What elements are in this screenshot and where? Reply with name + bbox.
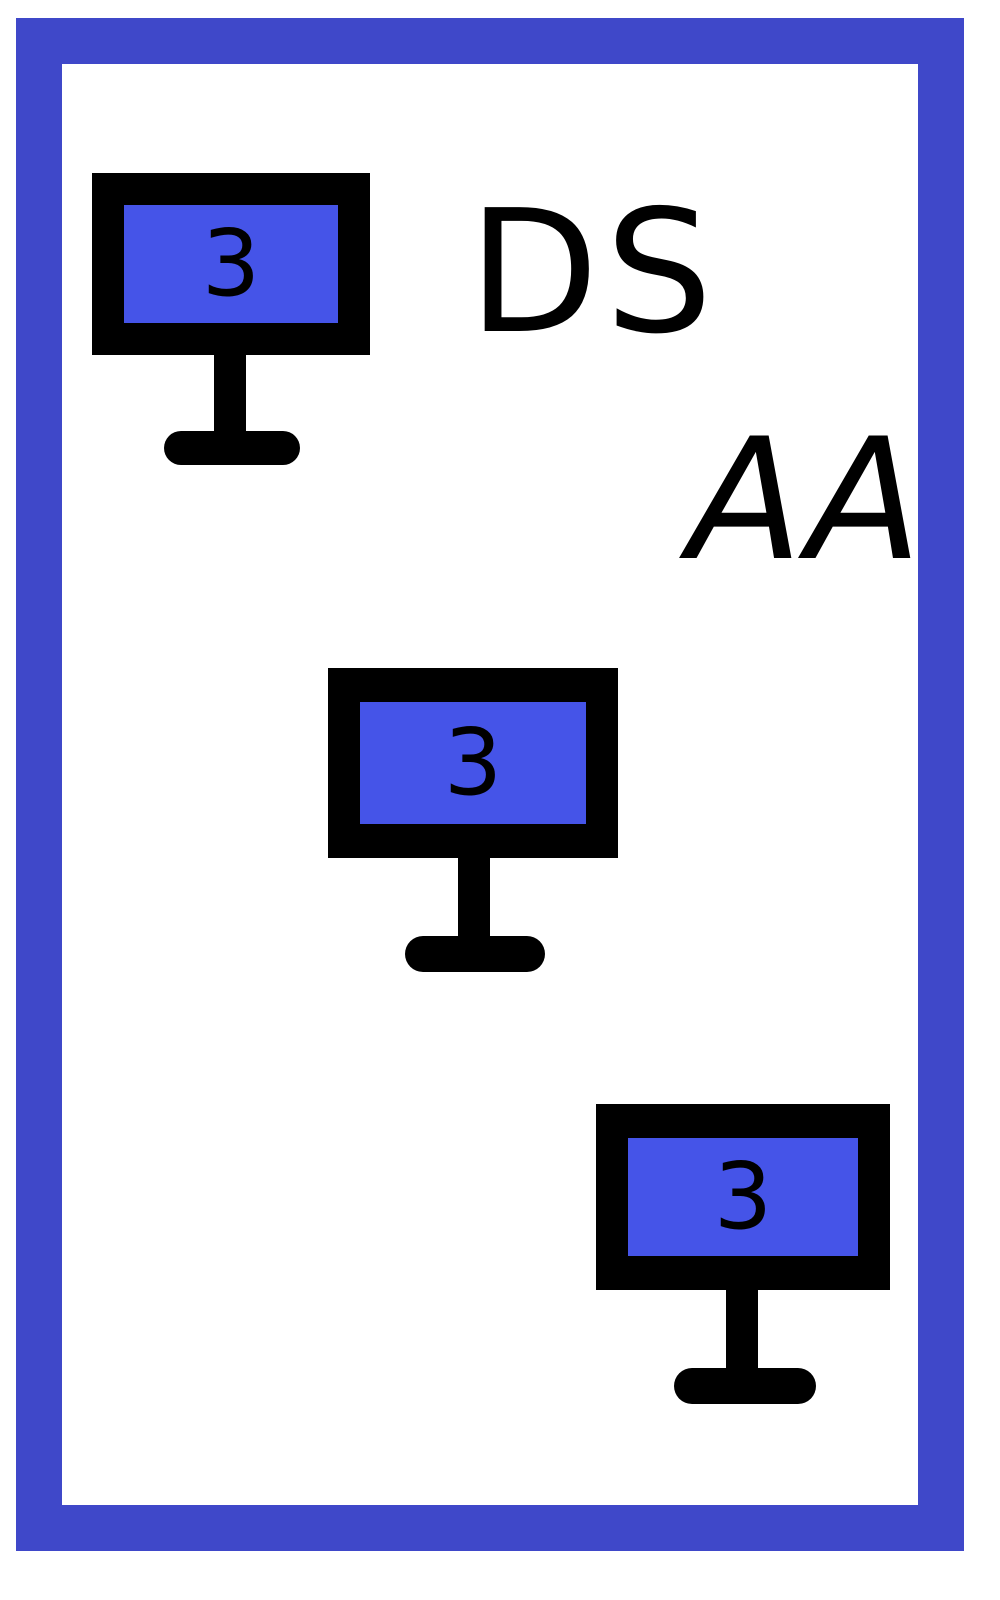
label-aa: AA (688, 402, 926, 598)
monitor-2: 3 (328, 668, 618, 972)
monitor-3: 3 (596, 1104, 890, 1404)
monitor-stand-base (674, 1368, 816, 1404)
monitor-digit: 3 (201, 210, 261, 317)
monitor-1: 3 (92, 173, 370, 465)
monitor-stand-neck (726, 1290, 758, 1372)
monitor-stand-base (164, 431, 300, 465)
label-ds: DS (468, 174, 719, 372)
computer-monitor-icon: 3 (92, 173, 370, 355)
card-frame (16, 18, 964, 1551)
monitor-stand-neck (458, 858, 490, 938)
computer-monitor-icon: 3 (328, 668, 618, 858)
monitor-stand-base (405, 936, 545, 972)
monitor-stand-neck (214, 355, 246, 433)
computer-monitor-icon: 3 (596, 1104, 890, 1290)
monitor-digit: 3 (713, 1143, 773, 1250)
monitor-digit: 3 (443, 709, 503, 816)
